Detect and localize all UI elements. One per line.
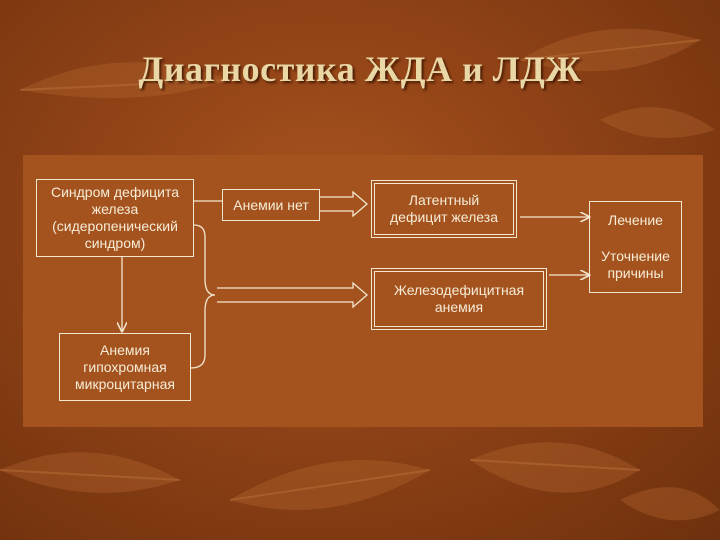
connector-bracket-to-ida xyxy=(190,224,216,369)
node-hypochromic-microcytic-anemia: Анемия гипохромная микроцитарная xyxy=(59,333,191,401)
diagram-panel: Синдром дефицита железа (сидеропенически… xyxy=(23,155,703,427)
diagram-connectors xyxy=(23,190,703,369)
double-arrow-no-anemia-to-latent xyxy=(320,190,368,218)
slide-title: Диагностика ЖДА и ЛДЖ xyxy=(138,49,582,89)
node-iron-deficiency-anemia: Железодефицитная анемия xyxy=(371,268,547,330)
node-treatment-and-cause: Лечение Уточнение причины xyxy=(589,201,682,293)
node-latent-iron-deficiency: Латентный дефицит железа xyxy=(371,180,517,238)
node-clarify-cause-label: Уточнение причины xyxy=(601,248,670,282)
double-arrow-to-ida xyxy=(217,281,368,309)
node-no-anemia: Анемии нет xyxy=(222,189,320,221)
node-treatment-label: Лечение xyxy=(608,211,663,228)
node-iron-deficiency-syndrome: Синдром дефицита железа (сидеропенически… xyxy=(36,179,194,257)
